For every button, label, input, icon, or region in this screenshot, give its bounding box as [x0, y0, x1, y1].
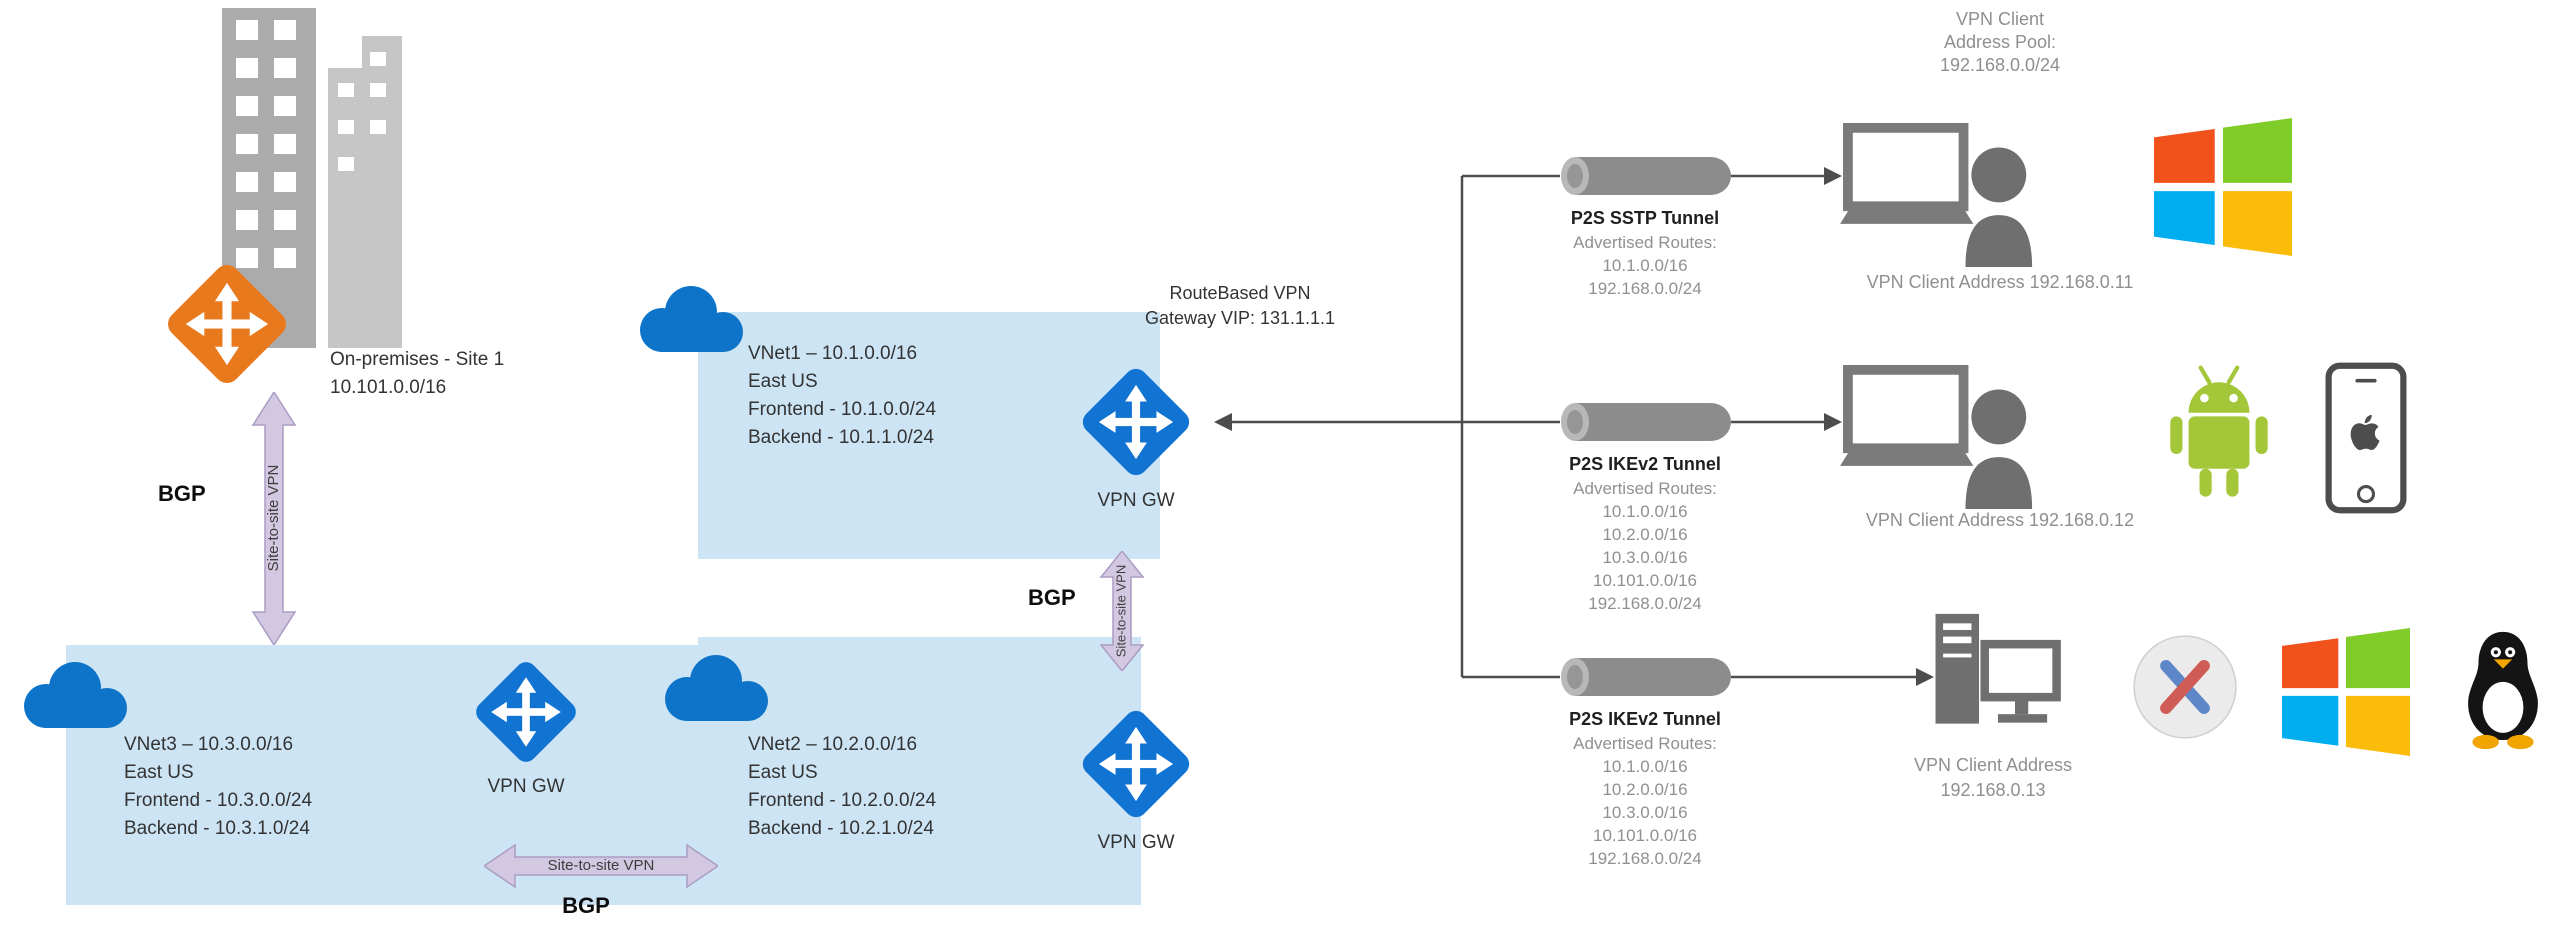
s2s-label-vnet3-vnet2: Site-to-site VPN: [548, 857, 655, 874]
tunnel-ikev2-1-title: P2S IKEv2 Tunnel: [1569, 454, 1721, 474]
vnet1-vpn-gw-label: VPN GW: [1097, 490, 1175, 511]
tunnel-sstp-routes-heading: Advertised Routes:: [1573, 233, 1717, 252]
vnet1-info: VNet1 – 10.1.0.0/16 East US Frontend - 1…: [748, 340, 936, 452]
vnet3-backend: Backend - 10.3.1.0/24: [124, 818, 310, 839]
arrow-to-client2: [1824, 413, 1842, 431]
tunnel-ikev2-1-route: 10.1.0.0/16: [1602, 502, 1688, 521]
desktop-computer-icon: [1935, 613, 2061, 724]
tunnel-sstp-title: P2S SSTP Tunnel: [1570, 208, 1720, 228]
vnet2-frontend: Frontend - 10.2.0.0/24: [748, 790, 937, 811]
vnet3-frontend: Frontend - 10.3.0.0/24: [124, 790, 313, 811]
windows-logo-icon-2: [2282, 628, 2410, 756]
vnet2-cloud-icon: [665, 655, 768, 721]
tunnel-ikev2-1-route: 10.101.0.0/16: [1593, 571, 1697, 590]
site-to-site-arrow-onprem-vnet3: Site-to-site VPN: [251, 392, 297, 645]
linux-tux-icon: [2468, 631, 2538, 750]
vnet3-vpn-gw-label: VPN GW: [487, 776, 565, 797]
vnet3-info: VNet3 – 10.3.0.0/16 East US Frontend - 1…: [124, 731, 312, 843]
tunnel-ikev2-1-label: P2S IKEv2 Tunnel Advertised Routes: 10.1…: [1505, 452, 1785, 615]
windows-logo-icon-1: [2154, 118, 2292, 256]
onprem-label-line2: 10.101.0.0/16: [330, 377, 447, 398]
routebased-note-line2: Gateway VIP: 131.1.1.1: [1144, 308, 1336, 328]
s2s-label-onprem-vnet3: Site-to-site VPN: [265, 465, 282, 572]
vnet3-vpn-gateway-icon: [476, 662, 576, 762]
vnet2-title: VNet2 – 10.2.0.0/16: [748, 734, 918, 755]
client3-address-line2: 192.168.0.13: [1940, 780, 2046, 800]
client-pool-label: VPN Client Address Pool: 192.168.0.0/24: [1875, 8, 2125, 77]
laptop-user-icon-2: [1840, 364, 2033, 509]
vnet2-backend: Backend - 10.2.1.0/24: [748, 818, 934, 839]
vnet1-cloud-icon: [640, 286, 743, 352]
onprem-label: On-premises - Site 1 10.101.0.0/16: [330, 346, 504, 402]
vnet2-region: East US: [748, 762, 818, 783]
client3-address-label: VPN Client Address 192.168.0.13: [1838, 753, 2148, 803]
routebased-note-line1: RouteBased VPN: [1169, 283, 1311, 303]
arrow-to-vpn-gw: [1214, 413, 1232, 431]
tunnel-ikev2-2-route: 10.101.0.0/16: [1593, 826, 1697, 845]
routebased-note: RouteBased VPN Gateway VIP: 131.1.1.1: [1105, 281, 1375, 331]
vnet3-title: VNet3 – 10.3.0.0/16: [124, 734, 294, 755]
client2-address-label: VPN Client Address 192.168.0.12: [1865, 510, 2135, 530]
tunnel-ikev2-2-route: 192.168.0.0/24: [1588, 849, 1702, 868]
tunnel-ikev2-1-route: 10.3.0.0/16: [1602, 548, 1688, 567]
bgp-label-vnet3-vnet2: BGP: [562, 893, 610, 918]
apple-logo-icon: [2350, 414, 2380, 451]
vnet3-cloud-icon: [24, 662, 127, 728]
android-logo-icon: [2170, 365, 2268, 497]
vnet2-box: [698, 637, 1141, 905]
vnet2-vpn-gw-label: VPN GW: [1097, 832, 1175, 853]
onprem-label-line1: On-premises - Site 1: [330, 349, 505, 370]
vnet1-vpn-gateway-icon: [1082, 368, 1190, 476]
vnet2-vpn-gateway-icon: [1082, 710, 1190, 818]
vnet1-region: East US: [748, 371, 818, 392]
tunnel-ikev2-2-route: 10.2.0.0/16: [1602, 780, 1688, 799]
site-to-site-arrow-vnet3-vnet2: Site-to-site VPN: [484, 843, 718, 889]
client3-address-line1: VPN Client Address: [1913, 755, 2073, 775]
onprem-gateway-icon: [168, 265, 286, 383]
tunnel-ikev2-2-route: 10.3.0.0/16: [1602, 803, 1688, 822]
vnet3-region: East US: [124, 762, 194, 783]
laptop-user-icon-1: [1840, 122, 2033, 267]
tunnel-ikev2-2-icon: [1561, 658, 1731, 696]
macos-logo-icon: [2133, 635, 2237, 739]
tunnel-ikev2-1-route: 192.168.0.0/24: [1588, 594, 1702, 613]
client1-address-label: VPN Client Address 192.168.0.11: [1866, 272, 2134, 292]
buildings-icon: [222, 8, 402, 348]
client-pool-line1: VPN Client: [1955, 9, 2045, 29]
tunnel-ikev2-2-routes-heading: Advertised Routes:: [1573, 734, 1717, 753]
tunnel-sstp-icon: [1561, 157, 1731, 195]
vnet1-box: [698, 312, 1160, 559]
tunnel-ikev2-2-route: 10.1.0.0/16: [1602, 757, 1688, 776]
site-to-site-arrow-vnet1-vnet2: Site-to-site VPN: [1099, 551, 1145, 671]
tunnel-ikev2-1-route: 10.2.0.0/16: [1602, 525, 1688, 544]
tunnel-ikev2-2-label: P2S IKEv2 Tunnel Advertised Routes: 10.1…: [1505, 707, 1785, 870]
vnet1-frontend: Frontend - 10.1.0.0/24: [748, 399, 937, 420]
s2s-label-vnet1-vnet2: Site-to-site VPN: [1113, 565, 1128, 657]
iphone-icon: [2325, 362, 2407, 514]
tunnel-ikev2-1-routes-heading: Advertised Routes:: [1573, 479, 1717, 498]
vnet2-info: VNet2 – 10.2.0.0/16 East US Frontend - 1…: [748, 731, 936, 843]
client-pool-line3: 192.168.0.0/24: [1939, 55, 2061, 75]
tunnel-ikev2-1-icon: [1561, 403, 1731, 441]
tunnel-sstp-label: P2S SSTP Tunnel Advertised Routes: 10.1.…: [1505, 206, 1785, 300]
tunnel-sstp-route: 192.168.0.0/24: [1588, 279, 1702, 298]
vnet1-backend: Backend - 10.1.1.0/24: [748, 427, 934, 448]
tunnel-ikev2-2-title: P2S IKEv2 Tunnel: [1569, 709, 1721, 729]
bgp-label-onprem: BGP: [158, 481, 206, 506]
client-pool-line2: Address Pool:: [1943, 32, 2057, 52]
tunnel-sstp-route: 10.1.0.0/16: [1602, 256, 1688, 275]
vnet1-title: VNet1 – 10.1.0.0/16: [748, 343, 918, 364]
bgp-label-vnet1-vnet2: BGP: [1028, 585, 1076, 610]
arrow-to-client3: [1916, 668, 1934, 686]
arrow-to-client1: [1824, 167, 1842, 185]
